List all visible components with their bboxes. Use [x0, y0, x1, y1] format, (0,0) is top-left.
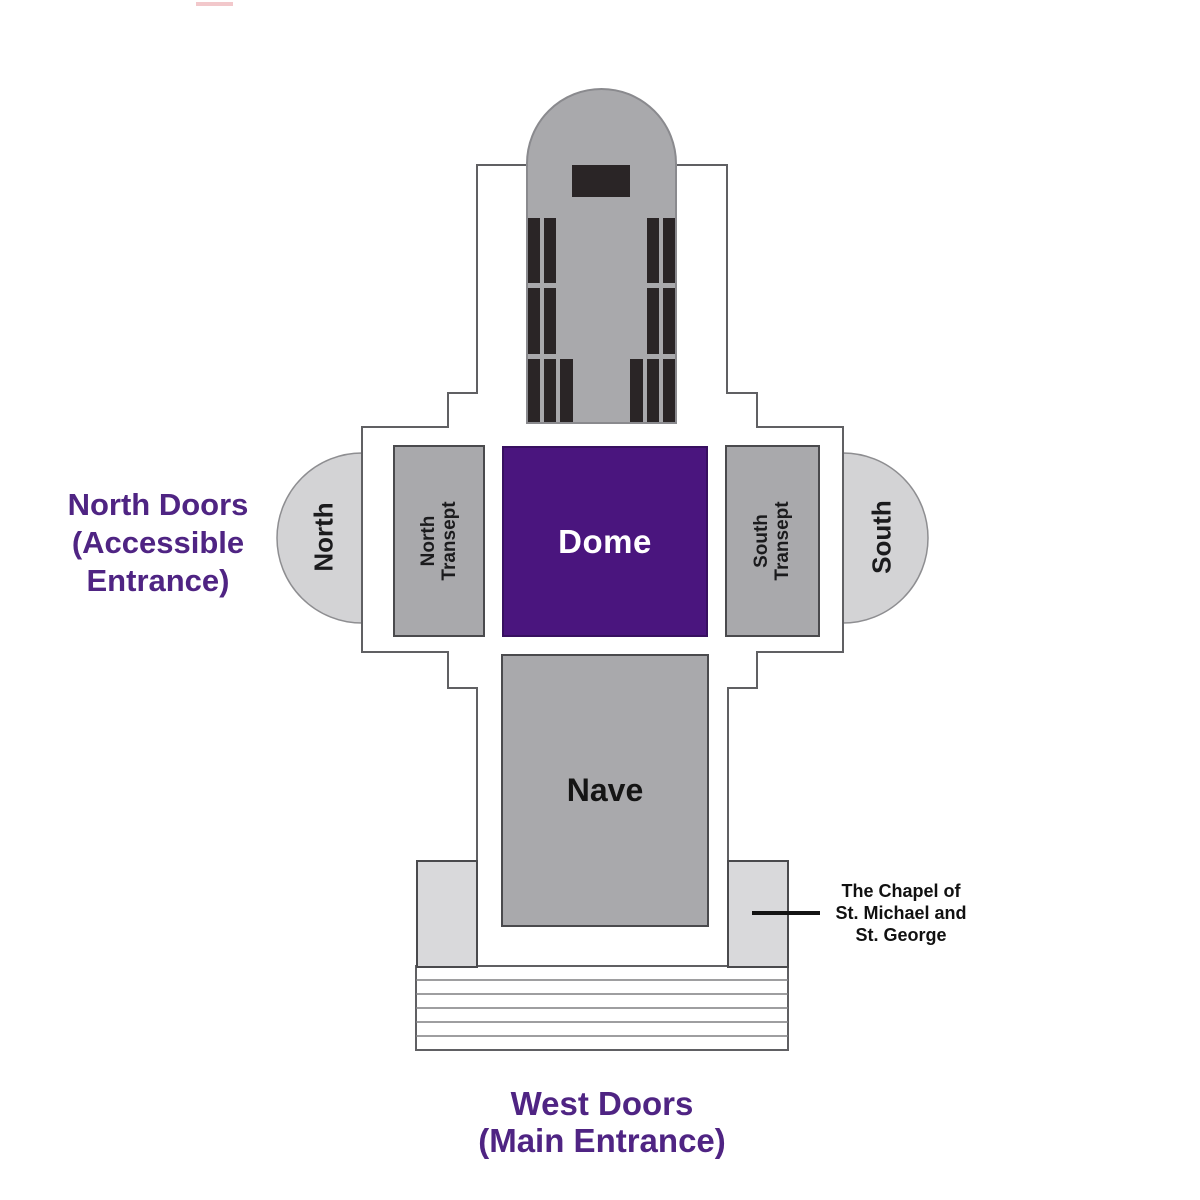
nave-room: Nave: [501, 654, 709, 927]
choir-stall: [647, 288, 659, 354]
south-transept-label: South Transept: [751, 501, 793, 581]
choir-stall: [544, 218, 556, 283]
west-tower-left-shape: [416, 860, 478, 968]
choir-stall: [647, 359, 659, 422]
choir-stall: [647, 218, 659, 283]
choir-stall: [630, 359, 643, 422]
quire-area: [526, 88, 677, 424]
chapel-annotation: The Chapel of St. Michael and St. George: [835, 881, 967, 945]
choir-stall: [560, 359, 573, 422]
artifact-bar: [196, 2, 233, 6]
choir-stall: [663, 288, 675, 354]
dome-label: Dome: [558, 522, 652, 560]
north-doors-annotation: North Doors (Accessible Entrance): [67, 487, 249, 598]
south-transept-room: [725, 445, 820, 637]
choir-stall: [528, 288, 540, 354]
north-transept-room: [393, 445, 485, 637]
altar-block: [572, 165, 630, 197]
west-steps: [415, 965, 789, 1051]
north-apse-label: North: [308, 502, 339, 572]
west-doors-annotation: West Doors (Main Entrance): [478, 1085, 726, 1159]
choir-stall: [528, 359, 540, 422]
south-apse-shape: [842, 452, 929, 624]
dome-room: Dome: [502, 446, 708, 637]
north-transept-label: North Transept: [418, 501, 460, 581]
south-apse-label: South: [866, 500, 897, 574]
choir-stall: [528, 218, 540, 283]
choir-stall-row: [528, 359, 675, 422]
choir-stall: [663, 359, 675, 422]
choir-stall-row: [528, 288, 675, 354]
choir-stall: [544, 359, 556, 422]
chapel-leader-line: [752, 911, 820, 915]
choir-stall: [544, 288, 556, 354]
north-apse-shape: [276, 452, 363, 624]
choir-stall-row: [528, 218, 675, 283]
choir-stall: [663, 218, 675, 283]
nave-label: Nave: [566, 772, 644, 808]
